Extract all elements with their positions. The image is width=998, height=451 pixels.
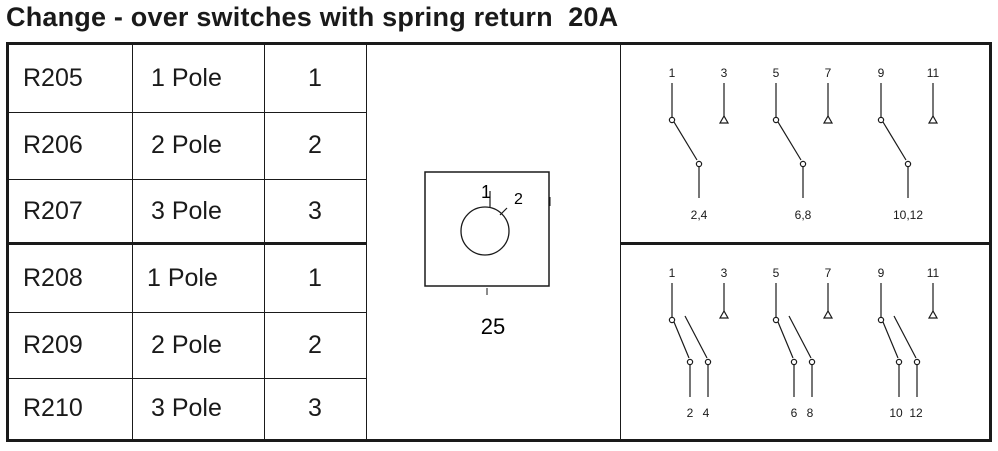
table-cell-code: R209 xyxy=(23,330,83,359)
output-label: 12 xyxy=(909,406,923,420)
output-label: 10 xyxy=(889,406,903,420)
row-divider xyxy=(9,312,366,313)
output-label: 2,4 xyxy=(691,208,708,222)
table-cell-code: R206 xyxy=(23,131,83,159)
wiring-diagram-top: 1 3 5 7 9 11 2,4 6,8 10,12 xyxy=(669,66,940,222)
table-cell-qty: 2 xyxy=(308,330,322,359)
table-cell-code: R205 xyxy=(23,64,83,92)
output-label: 2 xyxy=(687,406,694,420)
output-label: 8 xyxy=(807,406,814,420)
table-cell-qty: 3 xyxy=(308,196,322,225)
terminal-label: 11 xyxy=(927,66,940,80)
terminal-label: 9 xyxy=(878,66,885,80)
table-cell-poles: 2 Pole xyxy=(151,330,222,359)
table-cell-code: R208 xyxy=(23,264,83,292)
dial-size-label: 25 xyxy=(481,314,505,339)
terminal-label: 3 xyxy=(721,266,728,280)
output-label: 10,12 xyxy=(893,208,923,222)
terminal-label: 3 xyxy=(721,66,728,80)
terminal-label: 5 xyxy=(773,266,780,280)
table-cell-code: R207 xyxy=(23,196,83,225)
dial-knob xyxy=(460,206,510,256)
table-cell-qty: 3 xyxy=(308,394,322,422)
terminal-label: 1 xyxy=(669,266,676,280)
output-label: 6 xyxy=(791,406,798,420)
table-cell-poles: 1 Pole xyxy=(151,64,222,92)
terminal-label: 11 xyxy=(927,266,940,280)
row-divider xyxy=(9,112,366,113)
group-divider xyxy=(9,242,366,245)
table-cell-poles: 1 Pole xyxy=(147,264,218,292)
table-cell-poles: 3 Pole xyxy=(151,394,222,422)
diagram-divider xyxy=(620,242,989,245)
terminal-label: 9 xyxy=(878,266,885,280)
terminal-label: 5 xyxy=(773,66,780,80)
table-cell-code: R210 xyxy=(23,394,83,422)
column-divider xyxy=(366,45,367,439)
wiring-diagram-bottom: 1 3 5 7 9 11 2 4 6 8 10 12 xyxy=(669,266,940,420)
output-label: 6,8 xyxy=(795,208,812,222)
dial-diagram: 1 2 25 xyxy=(424,171,551,339)
dial-plate xyxy=(424,171,550,287)
position-1-label: 1 xyxy=(481,182,491,202)
page-title: Change - over switches with spring retur… xyxy=(6,2,619,32)
table-cell-qty: 1 xyxy=(308,64,322,92)
table-cell-qty: 1 xyxy=(308,264,322,292)
table-cell-qty: 2 xyxy=(308,131,322,159)
switch-table: R205 1 Pole 1 R206 2 Pole 2 R207 3 Pole … xyxy=(6,42,992,442)
table-cell-poles: 2 Pole xyxy=(151,131,222,159)
terminal-label: 1 xyxy=(669,66,676,80)
row-divider xyxy=(9,179,366,180)
terminal-label: 7 xyxy=(825,266,832,280)
position-2-mark xyxy=(499,207,508,216)
position-2-label: 2 xyxy=(514,191,523,208)
row-divider xyxy=(9,378,366,379)
terminal-label: 7 xyxy=(825,66,832,80)
table-cell-poles: 3 Pole xyxy=(151,196,222,225)
output-label: 4 xyxy=(703,406,710,420)
